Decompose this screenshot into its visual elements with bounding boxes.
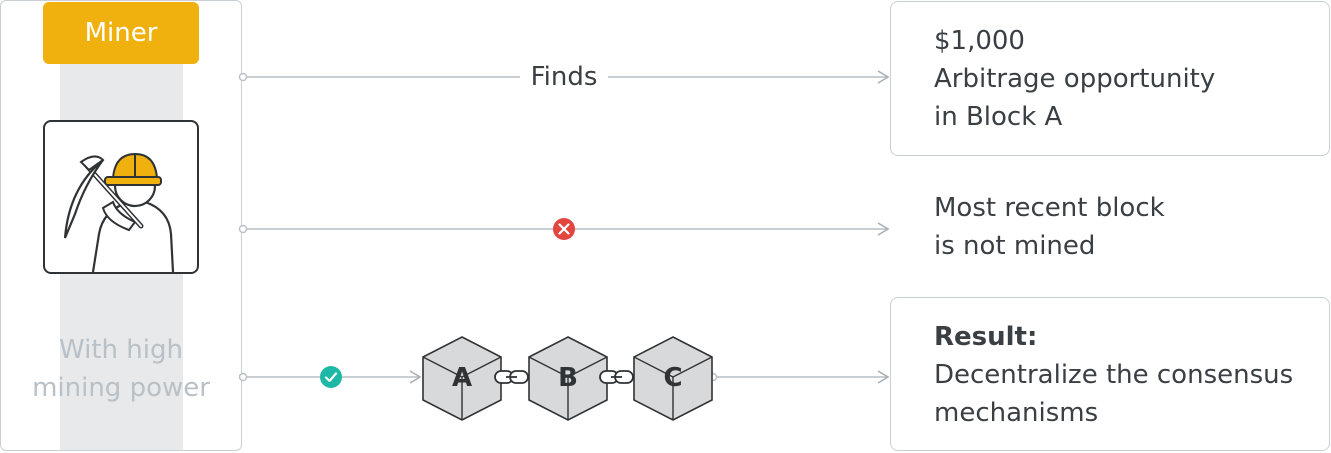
result-heading: Result: [934, 322, 1038, 352]
chain-link-icon [599, 370, 634, 384]
block-b-label: B [558, 363, 578, 393]
opportunity-line3: in Block A [934, 102, 1063, 132]
chain-link-icon [494, 370, 529, 384]
not-mined-line1: Most recent block [934, 193, 1165, 223]
opportunity-line2: Arbitrage opportunity [934, 64, 1216, 94]
opportunity-text: $1,000 Arbitrage opportunity in Block A [934, 22, 1215, 136]
not-mined-line2: is not mined [934, 231, 1096, 261]
miner-caption-line1: With high [59, 335, 183, 365]
opportunity-amount: $1,000 [934, 26, 1025, 56]
block-c: C [633, 336, 713, 421]
x-circle-icon [553, 218, 575, 240]
block-b: B [528, 336, 608, 421]
opportunity-box [890, 1, 1330, 156]
not-mined-text: Most recent block is not mined [934, 189, 1165, 265]
result-line1: Decentralize the consensus [934, 360, 1294, 390]
miner-icon [63, 152, 175, 272]
result-text: Result: Decentralize the consensus mecha… [934, 318, 1293, 432]
finds-label: Finds [520, 58, 608, 96]
check-circle-icon [320, 366, 342, 388]
result-box [890, 297, 1330, 451]
miner-badge: Miner [43, 2, 199, 64]
result-line2: mechanisms [934, 398, 1099, 428]
miner-caption-line2: mining power [32, 373, 210, 403]
miner-caption: With high mining power [0, 331, 242, 407]
block-c-label: C [663, 363, 682, 393]
block-a: A [422, 336, 502, 421]
miner-illustration-card [43, 120, 199, 274]
block-a-label: A [452, 363, 472, 393]
